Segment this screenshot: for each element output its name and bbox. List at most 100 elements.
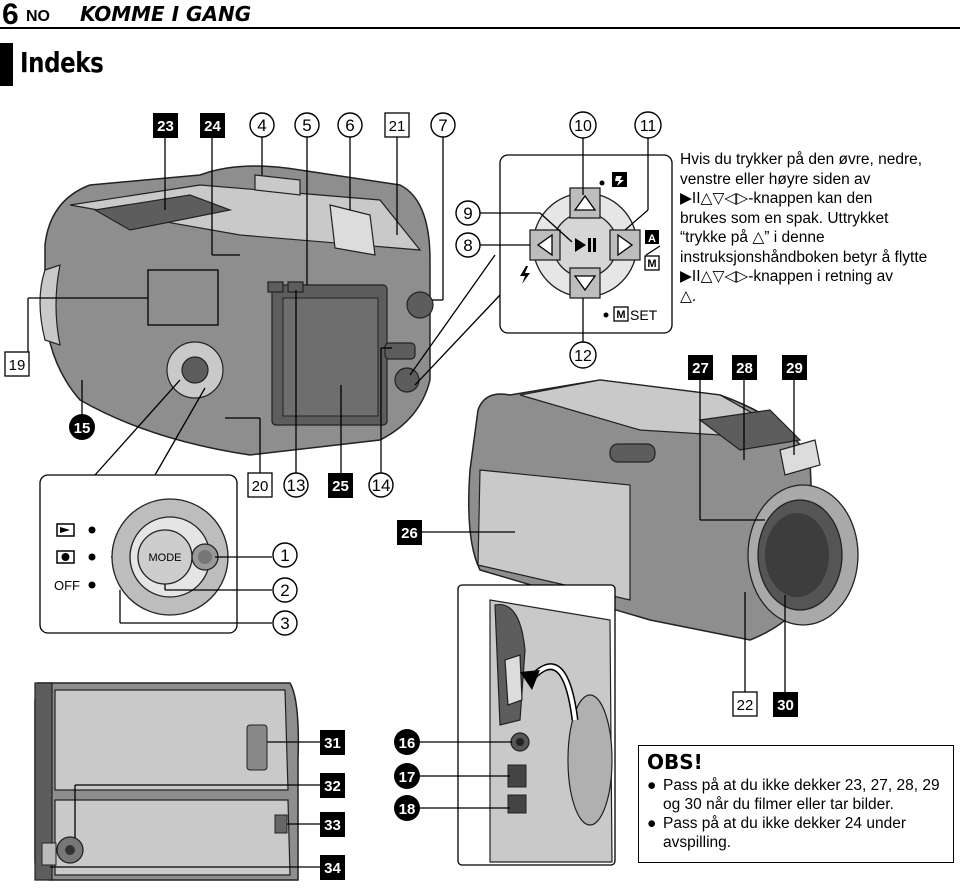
page-header: 6 NO KOMME I GANG	[0, 0, 960, 34]
svg-text:27: 27	[692, 360, 709, 377]
svg-text:19: 19	[9, 357, 26, 374]
svg-text:22: 22	[737, 697, 754, 714]
callout-24: 24	[200, 113, 225, 138]
callout-20: 20	[247, 472, 273, 498]
svg-text:8: 8	[463, 236, 472, 255]
flash-icon	[520, 266, 530, 284]
svg-text:25: 25	[332, 478, 349, 495]
svg-text:11: 11	[640, 118, 657, 135]
svg-text:M: M	[616, 309, 625, 321]
callout-27: 27	[688, 355, 713, 380]
mode-dial: OFF MODE	[39, 474, 238, 634]
svg-text:10: 10	[574, 118, 592, 135]
svg-text:32: 32	[324, 778, 341, 795]
notes-box: OBS! ●Pass på at du ikke dekker 23, 27, …	[638, 745, 954, 863]
jack-cover	[457, 584, 616, 866]
joystick-pad: A M M SET	[499, 154, 673, 334]
callout-16: 16	[394, 729, 420, 755]
callout-14: 14	[368, 472, 394, 498]
description-line: ▶II△▽◁▷-knappen kan den	[680, 190, 873, 207]
svg-text:15: 15	[74, 420, 91, 437]
svg-text:7: 7	[438, 116, 447, 135]
description-line: ▶II△▽◁▷-knappen i retning av	[680, 268, 893, 285]
description-line: “trykke på △” i denne	[680, 229, 825, 246]
svg-text:9: 9	[463, 204, 472, 223]
description-line: instruksjonshåndboken betyr å flytte	[680, 248, 928, 266]
callout-32: 32	[320, 773, 345, 798]
callout-34: 34	[320, 855, 345, 880]
callout-31: 31	[320, 730, 345, 755]
page-title: Indeks	[20, 46, 104, 79]
svg-text:28: 28	[736, 360, 753, 377]
svg-text:14: 14	[372, 476, 391, 495]
description-line: △.	[680, 287, 697, 305]
callout-4: 4	[249, 112, 275, 138]
svg-text:33: 33	[324, 817, 341, 834]
svg-text:16: 16	[399, 735, 416, 752]
callout-9: 9	[455, 200, 481, 226]
callout-6: 6	[337, 112, 363, 138]
callout-19: 19	[4, 351, 30, 377]
header-rule	[0, 27, 960, 29]
svg-text:6: 6	[345, 116, 354, 135]
callout-18: 18	[394, 795, 420, 821]
title-marker	[0, 43, 13, 86]
svg-text:1: 1	[280, 546, 289, 565]
callout-23: 23	[153, 113, 178, 138]
svg-text:30: 30	[777, 697, 794, 714]
callout-7: 7	[430, 112, 456, 138]
svg-text:13: 13	[287, 476, 306, 495]
callout-15: 15	[69, 414, 95, 440]
callout-29: 29	[782, 355, 807, 380]
note-item: ●Pass på at du ikke dekker 23, 27, 28, 2…	[647, 777, 940, 813]
notes-list: ●Pass på at du ikke dekker 23, 27, 28, 2…	[647, 776, 945, 852]
callout-13: 13	[283, 472, 309, 498]
callout-3: 3	[272, 610, 298, 636]
callout-12: 12	[569, 341, 597, 369]
svg-text:24: 24	[204, 118, 221, 135]
svg-text:23: 23	[157, 118, 174, 135]
svg-text:17: 17	[399, 769, 416, 786]
notes-title: OBS!	[647, 750, 703, 774]
section-label: KOMME I GANG	[80, 2, 252, 26]
svg-text:12: 12	[574, 348, 592, 365]
language-code: NO	[26, 8, 50, 25]
svg-text:21: 21	[389, 118, 406, 135]
svg-text:3: 3	[280, 614, 289, 633]
svg-text:MODE: MODE	[149, 552, 182, 564]
description-line: brukes som en spak. Uttrykket	[680, 209, 889, 227]
callout-2: 2	[272, 577, 298, 603]
svg-text:A: A	[648, 233, 656, 245]
svg-text:34: 34	[324, 860, 341, 877]
svg-text:20: 20	[252, 478, 269, 495]
callout-22: 22	[732, 691, 758, 717]
callout-25: 25	[328, 473, 353, 498]
svg-text:2: 2	[280, 581, 289, 600]
svg-text:M: M	[647, 258, 656, 270]
callout-10: 10	[569, 111, 597, 139]
callout-11: 11	[634, 111, 662, 139]
callout-17: 17	[394, 763, 420, 789]
callout-26: 26	[397, 520, 422, 545]
callout-1: 1	[272, 542, 298, 568]
camera-bottom-view	[34, 682, 300, 881]
callout-30: 30	[773, 692, 798, 717]
description-line: venstre eller høyre siden av	[680, 170, 871, 188]
description-line: Hvis du trykker på den øvre, nedre,	[680, 151, 923, 168]
svg-text:OFF: OFF	[54, 578, 80, 593]
camera-rear-view	[468, 379, 859, 641]
callout-21: 21	[384, 112, 410, 138]
svg-text:29: 29	[786, 360, 803, 377]
callout-8: 8	[455, 232, 481, 258]
page-number: 6	[2, 0, 19, 31]
note-item: ●Pass på at du ikke dekker 24 under avsp…	[647, 815, 906, 851]
callout-28: 28	[732, 355, 757, 380]
svg-text:SET: SET	[630, 307, 658, 323]
callout-33: 33	[320, 812, 345, 837]
joystick-description: Hvis du trykker på den øvre, nedre, vens…	[680, 150, 955, 306]
svg-text:4: 4	[257, 116, 266, 135]
svg-text:5: 5	[302, 116, 311, 135]
svg-text:18: 18	[399, 801, 416, 818]
callout-5: 5	[294, 112, 320, 138]
